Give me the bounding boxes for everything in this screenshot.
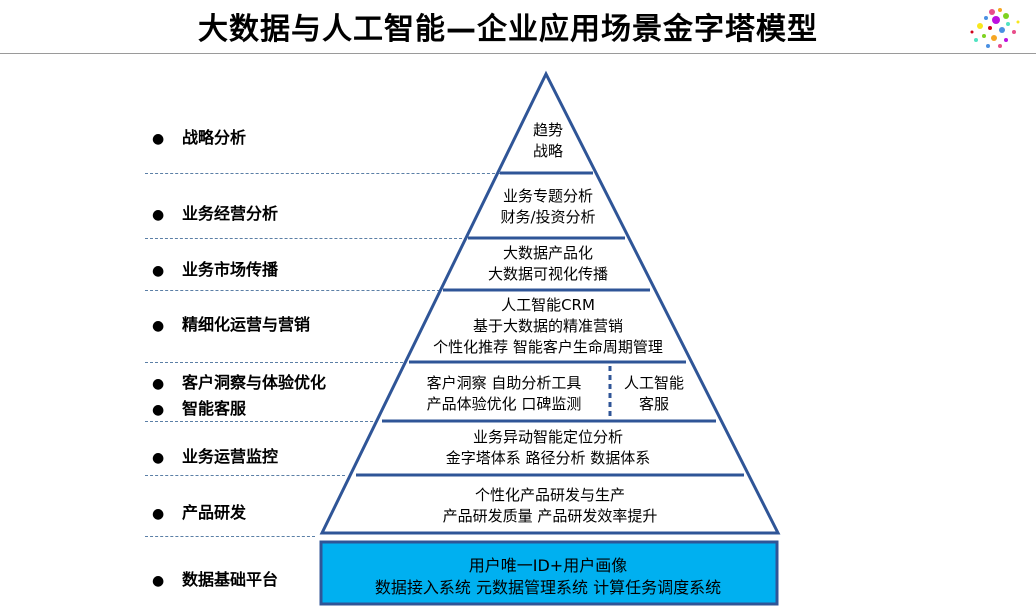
- label-smart-customer-service: ●智能客服: [152, 399, 247, 418]
- base-platform-box: [319, 540, 779, 606]
- label-business-operation-analysis: ●业务经营分析: [152, 204, 279, 223]
- title-divider: [0, 53, 1036, 54]
- label-business-operation-monitoring: ●业务运营监控: [152, 447, 279, 466]
- label-product-rd: ●产品研发: [152, 503, 247, 522]
- pyramid-base-platform: 用户唯一ID+用户画像数据接入系统 元数据管理系统 计算任务调度系统: [374, 556, 722, 597]
- separator-line: [145, 475, 345, 476]
- pyramid-outline: [319, 70, 781, 535]
- pyramid-level-7: 个性化产品研发与生产产品研发质量 产品研发效率提升: [442, 486, 658, 525]
- label-business-market-communication: ●业务市场传播: [152, 260, 279, 279]
- separator-line: [145, 362, 403, 363]
- label-strategy-analysis: ●战略分析: [152, 128, 247, 147]
- separator-line: [145, 290, 440, 291]
- separator-line: [145, 536, 315, 537]
- pyramid-level-1: 趋势战略: [532, 121, 563, 160]
- label-data-platform: ●数据基础平台: [152, 570, 279, 589]
- label-customer-insight: ●客户洞察与体验优化: [152, 373, 327, 392]
- decorative-dots-logo-icon: [970, 8, 1020, 48]
- pyramid-level-5-right: 人工智能客服: [623, 374, 684, 413]
- pyramid-level-2: 业务专题分析财务/投资分析: [500, 187, 596, 226]
- separator-line: [145, 238, 467, 239]
- label-refined-operation-marketing: ●精细化运营与营销: [152, 315, 311, 334]
- page-title: 大数据与人工智能—企业应用场景金字塔模型: [198, 12, 818, 47]
- pyramid-level-6: 业务异动智能定位分析金字塔体系 路径分析 数据体系: [445, 428, 651, 467]
- separator-line: [145, 173, 500, 174]
- pyramid-level-3: 大数据产品化大数据可视化传播: [487, 244, 608, 283]
- separator-line: [145, 421, 373, 422]
- pyramid-level-5-left: 客户洞察 自助分析工具产品体验优化 口碑监测: [426, 374, 582, 413]
